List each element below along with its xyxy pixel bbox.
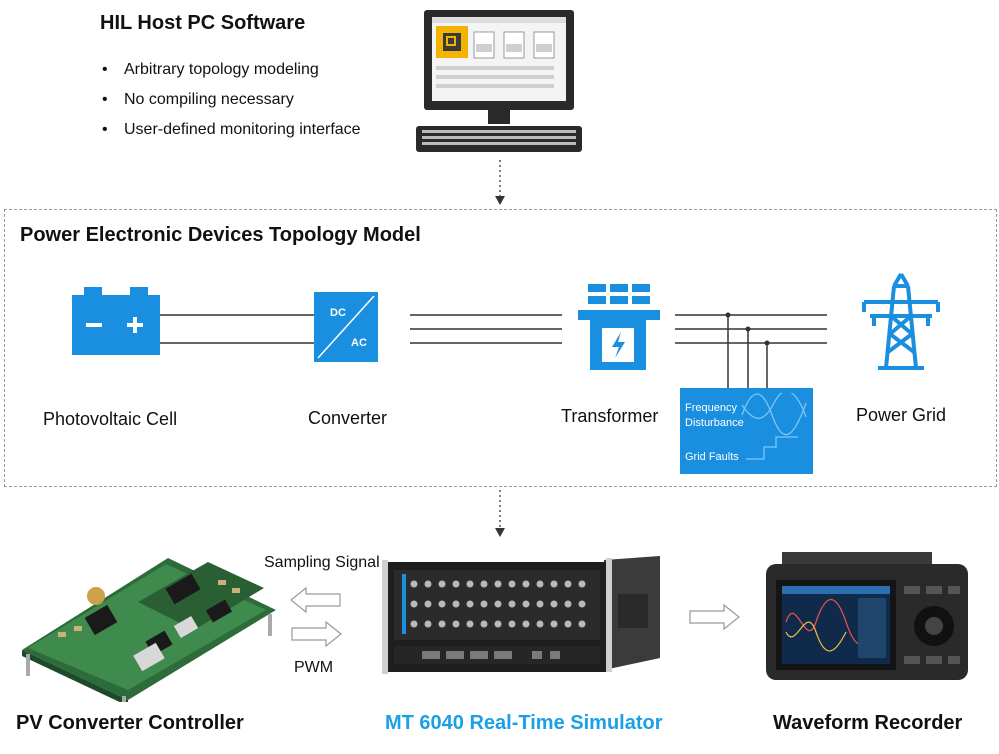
recorder-title: Waveform Recorder (773, 712, 963, 734)
connection-lines (675, 312, 827, 388)
power-tower-icon (862, 272, 940, 370)
topology-model-title: Power Electronic Devices Topology Model (20, 224, 421, 246)
simulator-title: MT 6040 Real-Time Simulator (385, 712, 663, 734)
host-pc-icon (416, 10, 582, 152)
converter-ac-label: AC (351, 337, 367, 349)
converter-dc-label: DC (330, 307, 346, 319)
pwm-label: PWM (294, 659, 334, 676)
fault-injection-panel (680, 388, 813, 474)
photovoltaic-cell-label: Photovoltaic Cell (43, 409, 178, 429)
feature-item: User-defined monitoring interface (100, 118, 361, 148)
right-arrow-icon (291, 620, 342, 648)
down-arrow-icon (495, 490, 505, 537)
left-arrow-icon (290, 586, 341, 614)
frequency-label: Frequency (685, 402, 737, 414)
waveform-recorder-image (766, 552, 968, 680)
host-software-title: HIL Host PC Software (100, 12, 306, 34)
feature-item: No compiling necessary (100, 88, 361, 118)
host-feature-list: Arbitrary topology modeling No compiling… (100, 58, 361, 148)
feature-item: Arbitrary topology modeling (100, 58, 361, 88)
disturbance-label: Disturbance (685, 417, 744, 429)
controller-board-image (22, 558, 276, 702)
connection-lines (160, 314, 315, 344)
transformer-icon (578, 284, 660, 370)
topology-model-box (4, 209, 997, 487)
grid-faults-label: Grid Faults (685, 451, 739, 463)
dc-ac-converter-icon (314, 292, 378, 362)
converter-label: Converter (308, 408, 388, 428)
simulator-device-image (382, 556, 660, 674)
battery-icon (72, 287, 160, 355)
transformer-label: Transformer (561, 406, 659, 426)
waveform-graphic (741, 393, 807, 460)
controller-title: PV Converter Controller (16, 712, 244, 734)
sampling-signal-label: Sampling Signal (264, 554, 380, 571)
down-arrow-icon (495, 160, 505, 205)
right-arrow-icon (689, 603, 740, 631)
power-grid-label: Power Grid (856, 405, 947, 425)
connection-lines (410, 314, 562, 344)
